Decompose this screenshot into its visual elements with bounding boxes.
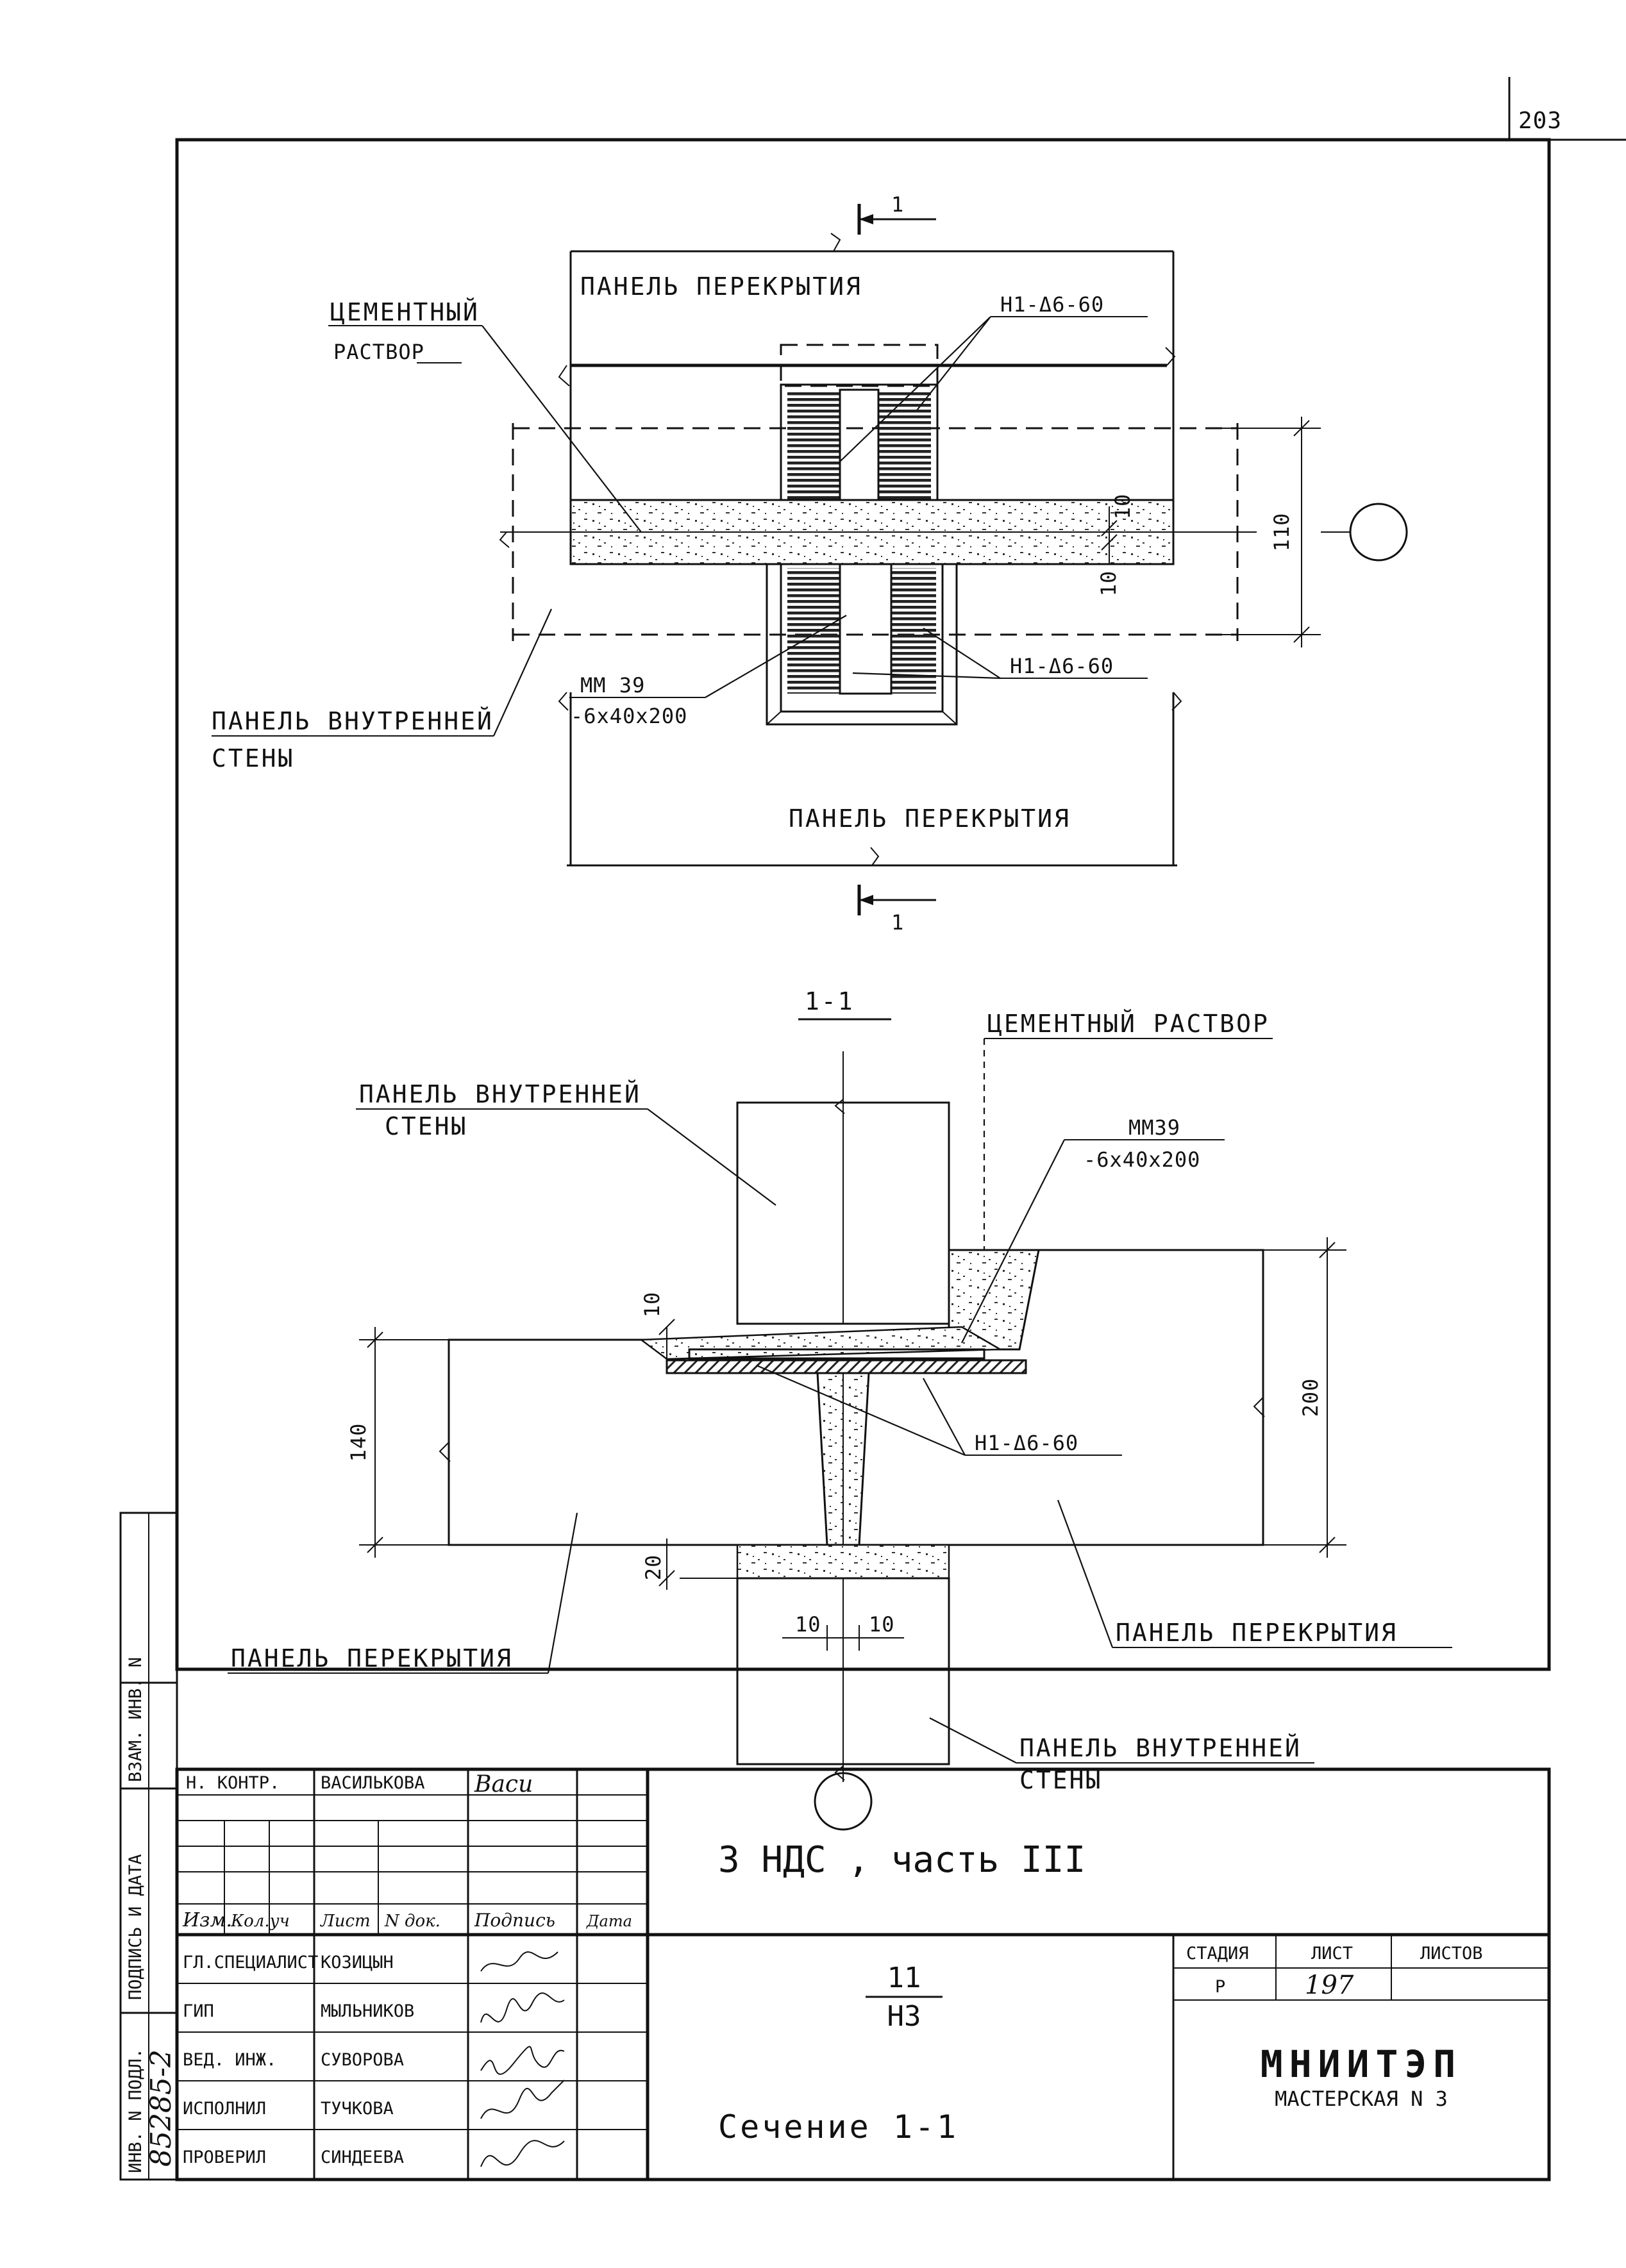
plan-axis-bubble	[1349, 503, 1408, 562]
tb-col-kol: Кол.уч	[230, 1912, 290, 1931]
plan-plate-label-1: ММ 39	[580, 673, 645, 697]
tb-name-3: ТУЧКОВА	[321, 2099, 394, 2119]
plan-lower-embed	[766, 563, 958, 726]
plan-mortar-label-2: РАСТВОР	[333, 340, 424, 364]
plan-wall-label-2: СТЕНЫ	[212, 744, 294, 772]
tb-norm-control-sign: Васи	[474, 1771, 533, 1797]
section-mark-bottom: 1	[857, 885, 936, 935]
plan-upper-embed	[780, 344, 939, 501]
tb-signature-0	[480, 1951, 558, 1972]
section-right-slab	[853, 1249, 1265, 1546]
tb-col-sign: Подпись	[474, 1910, 555, 1931]
side-stamp: ИНВ. N ПОДЛ. ПОДПИСЬ И ДАТА ВЗАМ. ИНВ. N…	[119, 1512, 178, 2181]
tb-org: МНИИТЭП	[1261, 2042, 1462, 2086]
dim-140: 140	[346, 1423, 371, 1462]
dim-200: 200	[1298, 1378, 1323, 1417]
dim-10-upper: 10	[1111, 494, 1135, 520]
section-dimensions: 140 200 10 20 10 10	[346, 1237, 1346, 1651]
section-mark-top-label: 1	[891, 192, 904, 217]
tb-role-4: ПРОВЕРИЛ	[183, 2147, 266, 2167]
tb-role-3: ИСПОЛНИЛ	[183, 2099, 266, 2119]
plan-view: 1 1	[212, 192, 1408, 935]
section-plate-upper	[688, 1348, 985, 1360]
plan-wall-label-1: ПАНЕЛЬ ВНУТРЕННЕЙ	[212, 707, 494, 735]
section-upper-wall	[736, 1051, 950, 1325]
tb-signature-2	[480, 2046, 565, 2075]
tb-name-4: СИНДЕЕВА	[321, 2147, 404, 2167]
tb-col-izm: Изм.	[182, 1909, 232, 1931]
section-wall-bottom-label-1: ПАНЕЛЬ ВНУТРЕННЕЙ	[1019, 1734, 1302, 1762]
section-mark-bottom-label: 1	[891, 910, 904, 935]
section-wall-top-label-2: СТЕНЫ	[385, 1112, 467, 1140]
section-slab-left-label: ПАНЕЛЬ ПЕРЕКРЫТИЯ	[231, 1644, 513, 1672]
plan-anchor-bottom-label: Н1-Δ6-60	[1010, 654, 1114, 678]
plan-anchor-top-label: Н1-Δ6-60	[1000, 292, 1104, 317]
plan-plate-label-2: -6х40х200	[571, 704, 687, 728]
section-mark-top: 1	[857, 192, 936, 235]
section-left-slab	[439, 1338, 827, 1546]
plan-top-panel-label: ПАНЕЛЬ ПЕРЕКРЫТИЯ	[580, 272, 862, 301]
section-bottom-mortar	[736, 1544, 950, 1580]
tb-signature-1	[480, 1992, 565, 2023]
sheet-number: 203	[1518, 108, 1562, 134]
section-mortar-label: ЦЕМЕНТНЫЙ РАСТВОР	[987, 1010, 1270, 1038]
section-anchor-label: Н1-Δ6-60	[975, 1431, 1078, 1455]
plan-top-slab	[558, 233, 1176, 532]
dim-10-right: 10	[869, 1612, 895, 1637]
side-inv-orig: ИНВ. N ПОДЛ.	[126, 2048, 146, 2173]
section-wall-top-label-1: ПАНЕЛЬ ВНУТРЕННЕЙ	[359, 1080, 641, 1108]
dim-110: 110	[1270, 513, 1294, 552]
tb-role-2: ВЕД. ИНЖ.	[183, 2050, 276, 2070]
tb-name-2: СУВОРОВА	[321, 2050, 404, 2070]
tb-col-list: Лист	[319, 1912, 371, 1931]
plan-bottom-slab	[558, 692, 1182, 867]
tb-role-1: ГИП	[183, 2001, 214, 2021]
tb-stage: Р	[1215, 1977, 1225, 1997]
plan-dimensions: 110 10 10	[1096, 417, 1408, 647]
tb-sheet: 197	[1305, 1971, 1354, 2000]
tb-role-0: ГЛ.СПЕЦИАЛИСТ	[183, 1953, 318, 1972]
plan-mortar-label-1: ЦЕМЕНТНЫЙ	[330, 298, 480, 326]
section-plate-label-2: -6х40х200	[1084, 1147, 1200, 1172]
section-axis-bubble	[814, 1772, 873, 1831]
section-view: 1-1	[228, 987, 1452, 1831]
tb-sheet-label: ЛИСТ	[1311, 1944, 1353, 1964]
tb-name-0: КОЗИЦЫН	[321, 1953, 394, 1972]
tb-workshop: МАСТЕРСКАЯ N 3	[1275, 2087, 1448, 2111]
title-block: Н. КОНТР. ВАСИЛЬКОВА Васи Изм. Кол.уч Ли…	[175, 1767, 1551, 2181]
tb-drawing-den: НЗ	[887, 2000, 921, 2033]
tb-sheets-label: ЛИСТОВ	[1420, 1944, 1483, 1964]
tb-stage-label: СТАДИЯ	[1186, 1944, 1249, 1964]
tb-sheet-title: Сечение 1-1	[718, 2108, 959, 2146]
section-lower-wall	[736, 1577, 950, 1765]
tb-signature-3	[480, 2080, 565, 2119]
plan-bottom-panel-label: ПАНЕЛЬ ПЕРЕКРЫТИЯ	[789, 805, 1071, 833]
tb-col-date: Дата	[586, 1912, 632, 1930]
tb-norm-control-role: Н. КОНТР.	[186, 1773, 280, 1793]
side-sign-date: ПОДПИСЬ И ДАТА	[126, 1854, 146, 2000]
section-slab-right-label: ПАНЕЛЬ ПЕРЕКРЫТИЯ	[1116, 1619, 1398, 1647]
tb-norm-control-name: ВАСИЛЬКОВА	[321, 1773, 425, 1793]
side-inv-repl: ВЗАМ. ИНВ. N	[126, 1657, 146, 1782]
dim-10-left: 10	[795, 1612, 821, 1637]
dim-10-top: 10	[640, 1292, 664, 1318]
section-plate-label-1: ММ39	[1128, 1115, 1180, 1140]
sheet-frame	[175, 77, 1626, 1671]
section-title: 1-1	[805, 987, 855, 1015]
dim-20: 20	[641, 1555, 666, 1581]
tb-drawing-num: 11	[887, 1962, 921, 1994]
section-mortar-bed	[639, 1326, 1003, 1360]
tb-col-ndok: N док.	[384, 1912, 440, 1931]
side-inv-number: 85285-2	[145, 2049, 178, 2167]
tb-signature-4	[480, 2140, 565, 2167]
tb-project: 3 НДС , часть III	[718, 1839, 1085, 1881]
tb-name-1: МЫЛЬНИКОВ	[321, 2001, 414, 2021]
dim-10-lower: 10	[1096, 571, 1121, 597]
section-plate-lower	[666, 1359, 1027, 1374]
